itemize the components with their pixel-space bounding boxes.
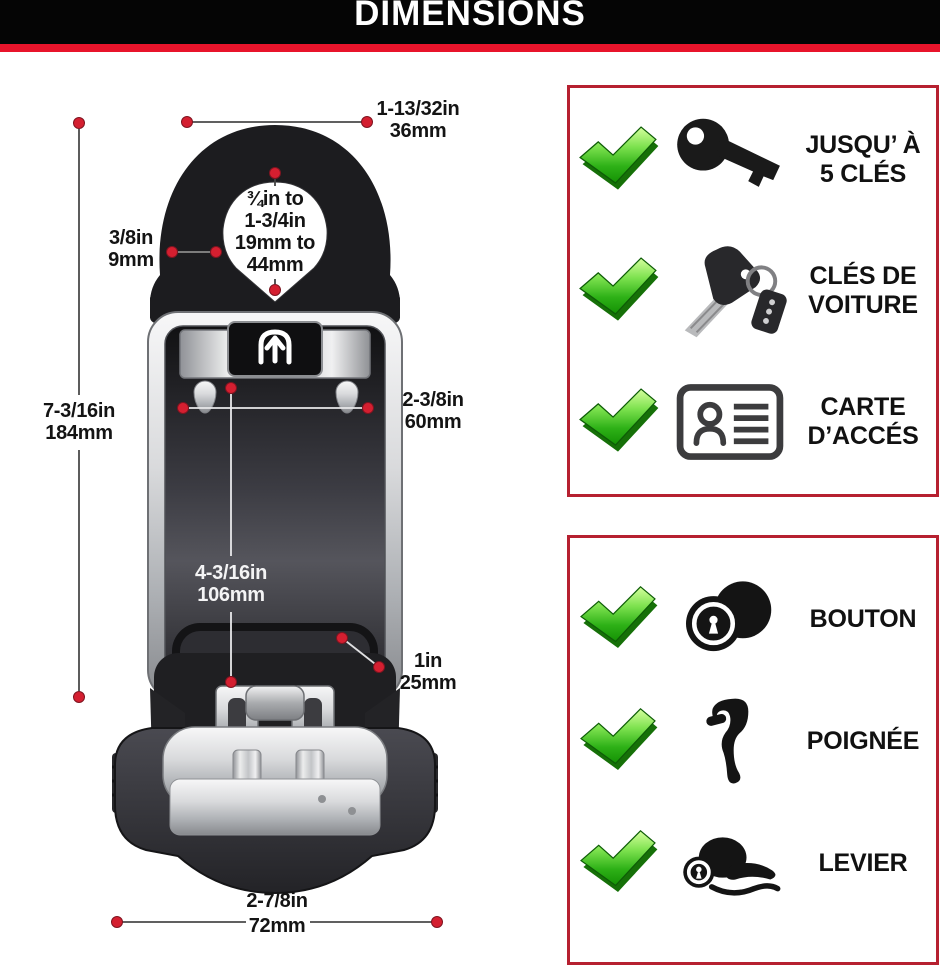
dim-shackle-width: 1-13/32in 36mm — [376, 98, 460, 142]
dim-shackle-thickness: 3/8in 9mm — [108, 227, 154, 271]
dim-interior-width: 2-3/8in 60mm — [402, 389, 464, 433]
capacity-label-car-keys: CLÉS DE VOITURE — [808, 261, 918, 319]
red-stripe — [0, 44, 940, 52]
page-title: DIMENSIONS — [354, 0, 586, 33]
door-lever-icon — [683, 837, 781, 896]
screw-post-right — [335, 380, 359, 414]
car-key-icon — [684, 246, 787, 338]
dimension-dots — [73, 116, 443, 928]
dim-interior-height: 4-3/16in 106mm — [194, 562, 268, 606]
dimension-lines — [78, 121, 437, 923]
push-up-arrow-icon — [258, 329, 292, 365]
door-back — [162, 726, 388, 836]
checkmark-icon — [580, 586, 658, 648]
checkmark-icon — [580, 708, 658, 770]
compat-row-handle: POIGNÉE — [570, 680, 936, 802]
compat-label-handle: POIGNÉE — [806, 726, 920, 755]
compat-label-lever: LEVIER — [818, 848, 908, 877]
lockbox-illustration — [73, 116, 443, 928]
capacity-label-keys: JUSQU’ À 5 CLÉS — [805, 130, 921, 188]
key-icon — [677, 118, 780, 187]
compat-label-knob: BOUTON — [809, 604, 917, 633]
door-handle-icon — [706, 698, 749, 784]
dim-shackle-opening: ¾in to 1-3/4in 19mm to 44mm — [234, 188, 316, 276]
shackle-opening — [222, 181, 328, 303]
capacity-row-car-keys: CLÉS DE VOITURE — [570, 227, 936, 355]
compat-row-lever: LEVIER — [570, 802, 936, 924]
checkmark-icon — [579, 388, 659, 452]
checkmark-icon — [579, 125, 659, 190]
dim-base-width: 2-7/8in 72mm — [246, 890, 308, 937]
door-knob-icon — [686, 581, 772, 652]
capacity-label-access-card: CARTE D’ACCÉS — [807, 393, 919, 451]
checkmark-icon — [580, 830, 658, 892]
compat-row-knob: BOUTON — [570, 558, 936, 680]
capacity-panel: JUSQU’ À 5 CLÉS — [567, 85, 939, 497]
screw-post-left — [193, 380, 217, 414]
capacity-row-keys: JUSQU’ À 5 CLÉS — [570, 96, 936, 224]
checkmark-icon — [579, 257, 659, 321]
dim-height: 7-3/16in 184mm — [42, 400, 116, 444]
dim-depth: 1in 25mm — [399, 650, 457, 694]
dimensions-diagram: 1-13/32in 36mm ¾in to 1-3/4in 19mm to 44… — [0, 53, 565, 940]
header-banner: DIMENSIONS — [0, 0, 940, 44]
compatibility-panel: BOUTON POIGNÉE — [567, 535, 939, 965]
capacity-row-access-card: CARTE D’ACCÉS — [570, 358, 936, 486]
access-card-icon — [676, 384, 784, 461]
